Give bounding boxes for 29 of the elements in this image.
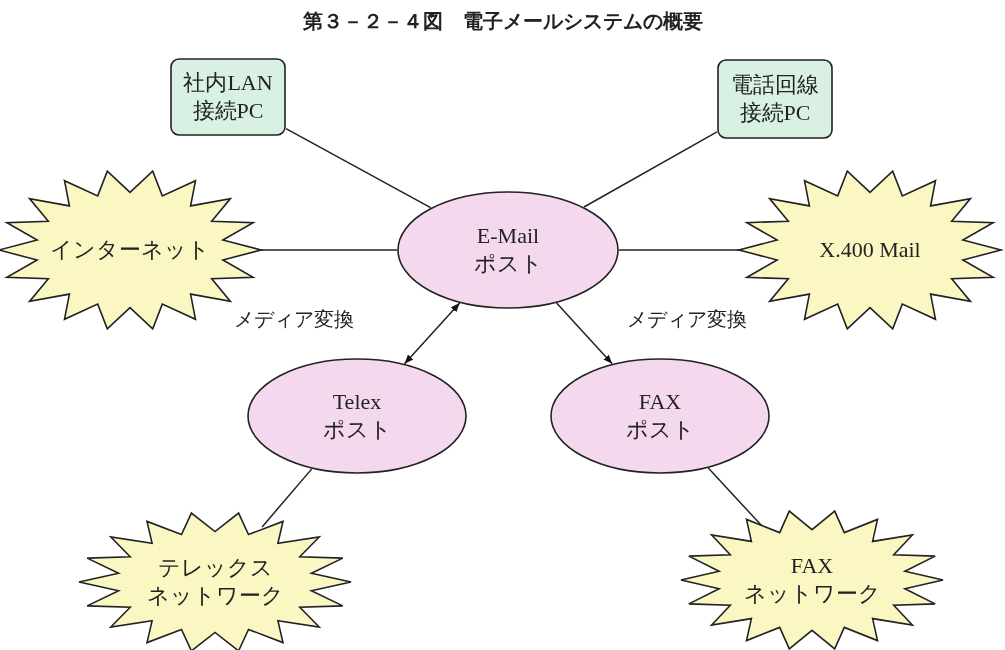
network-burst [79,512,351,650]
connector-line [583,131,718,208]
node-label: ポスト [625,416,695,444]
node-label: Telex [332,388,382,416]
node-label: FAX [638,388,682,416]
node-label: ポスト [473,250,543,278]
node-label: ネットワーク [146,582,284,610]
node-label: 社内LAN [183,69,273,97]
node-label: 電話回線 [731,71,819,99]
node-label: 接続PC [739,99,811,127]
node-label: X.400 Mail [819,236,921,264]
diagram-title: 第３－２－４図 電子メールシステムの概要 [301,8,704,35]
node-label: FAX [790,552,834,580]
node-label: インターネット [50,236,210,264]
network-burst [681,510,943,650]
node-label: E-Mail [476,222,540,250]
post-ellipse [550,358,770,474]
connector-line [261,468,313,528]
node-label: テレックス [157,554,273,582]
node-label: ネットワーク [743,580,881,608]
post-ellipse [247,358,467,474]
node-label: 接続PC [192,97,264,125]
pc-box [170,58,286,136]
arrow [555,302,613,365]
node-label: ポスト [322,416,392,444]
arrow [403,302,461,365]
pc-box [717,59,833,139]
post-ellipse [397,191,619,309]
connector-line [285,127,432,209]
